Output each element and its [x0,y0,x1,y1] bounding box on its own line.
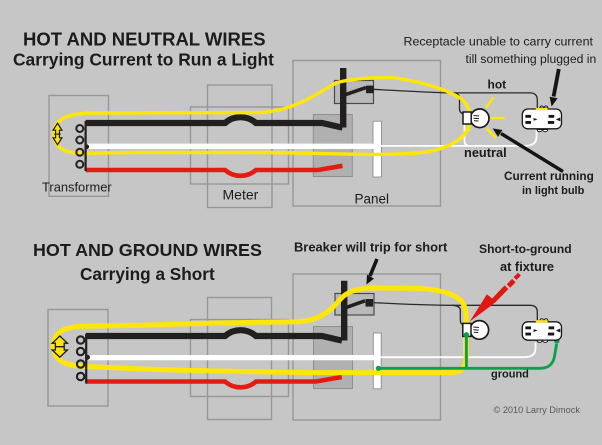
svg-text:in light bulb: in light bulb [522,185,585,197]
svg-text:hot: hot [488,78,507,92]
svg-text:Transformer: Transformer [42,180,112,195]
svg-text:Carrying a Short: Carrying a Short [80,264,215,284]
svg-text:Meter: Meter [223,187,259,203]
svg-text:neutral: neutral [464,145,507,160]
svg-text:till something plugged in: till something plugged in [466,52,597,66]
svg-text:Breaker will trip for short: Breaker will trip for short [294,240,448,255]
svg-text:Carrying Current to Run a Ligh: Carrying Current to Run a Light [13,50,274,70]
svg-text:at fixture: at fixture [500,259,554,274]
svg-text:HOT AND NEUTRAL WIRES: HOT AND NEUTRAL WIRES [23,29,266,50]
svg-text:HOT AND GROUND WIRES: HOT AND GROUND WIRES [33,240,262,260]
svg-text:Panel: Panel [355,192,390,207]
svg-text:Short-to-ground: Short-to-ground [479,242,572,256]
svg-text:Receptacle unable to carry cur: Receptacle unable to carry current [404,34,594,48]
svg-text:© 2010 Larry Dimock: © 2010 Larry Dimock [494,405,581,415]
svg-text:Current running: Current running [504,169,594,183]
svg-text:ground: ground [491,369,529,381]
